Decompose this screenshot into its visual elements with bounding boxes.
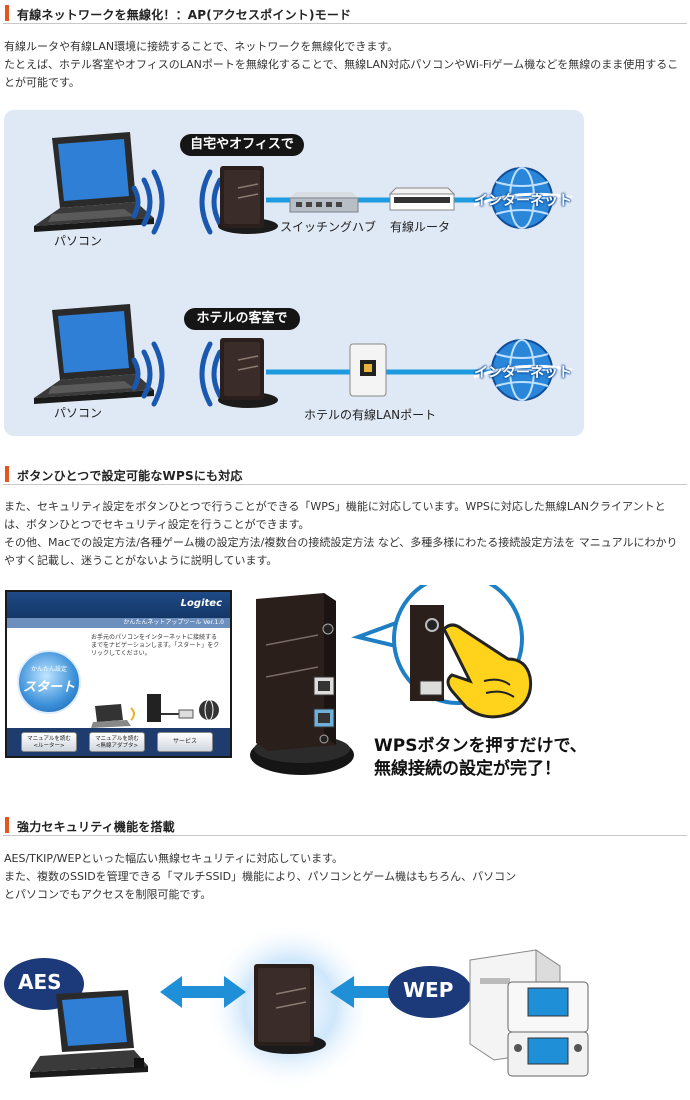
internet-globe-icon — [473, 339, 573, 401]
router-icon — [388, 187, 456, 211]
wifi-waves-icon — [131, 341, 233, 407]
ap-mode-diagram: 自宅やオフィスで ホテルの客室で パソコン パソコン スイッチングハブ 有線ルー… — [4, 110, 584, 436]
ap-mode-diagram-graphics — [34, 132, 573, 408]
wep-badge — [388, 966, 472, 1018]
wep-label: WEP — [403, 978, 454, 1002]
laptop-icon — [30, 990, 148, 1078]
manual-adapter-button[interactable]: マニュアルを読む <無線アダプタ> — [89, 732, 145, 752]
laptop-icon — [34, 304, 154, 404]
start-button-sub: かんたん設定 — [30, 666, 67, 673]
access-point-icon — [254, 964, 326, 1054]
start-button[interactable]: かんたん設定 スタート — [17, 650, 81, 714]
hotel-room-pill: ホテルの客室で — [184, 308, 300, 330]
laptop-icon — [34, 132, 154, 232]
brand-logo: Logitec — [180, 598, 222, 609]
handheld-game-icon — [507, 981, 589, 1077]
internet-globe-icon — [473, 167, 573, 229]
software-title-bar: Logitec — [7, 592, 230, 618]
heading-accent-bar — [5, 817, 9, 833]
internet-label: インターネット — [474, 193, 572, 209]
setup-software-screenshot: Logitec かんたんネットアップツール Ver.1.0 お手元のパソコンをイ… — [5, 590, 232, 758]
section2-para2: その他、Macでの設定方法/各種ゲーム機の設定方法/複数台の接続設定方法 など、… — [4, 536, 678, 567]
finger-pointing-icon — [442, 623, 533, 719]
switching-hub-icon — [289, 192, 359, 213]
access-point-icon — [218, 338, 278, 408]
hotel-lan-port-label: ホテルの有線LANポート — [304, 408, 437, 422]
home-office-pill: 自宅やオフィスで — [180, 134, 304, 156]
wps-illustration — [250, 585, 533, 775]
software-window-title: かんたんネットアップツール Ver.1.0 — [123, 619, 224, 626]
internet-label: インターネット — [474, 365, 572, 381]
section2-para1: また、セキュリティ設定をボタンひとつで行うことができる「WPS」機能に対応してい… — [4, 500, 666, 531]
heading-text: 強力セキュリティ機能を搭載 — [17, 820, 175, 834]
switching-hub-label: スイッチングハブ — [280, 220, 377, 234]
start-button-label: スタート — [22, 680, 75, 695]
access-point-icon — [218, 166, 278, 234]
section3-para1: AES/TKIP/WEPといった幅広い無線セキュリティに対応しています。 — [4, 852, 344, 865]
section1-para1: 有線ルータや有線LAN環境に接続することで、ネットワークを無線化できます。 — [4, 40, 399, 53]
aes-label: AES — [18, 970, 62, 994]
section-heading-wps: ボタンひとつで設定可能なWPSにも対応 — [3, 463, 687, 485]
wps-caption-line2: 無線接続の設定が完了！ — [374, 759, 561, 779]
heading-accent-bar — [5, 466, 9, 482]
security-illustration — [4, 922, 589, 1090]
heading-accent-bar — [5, 5, 9, 21]
double-arrow-icon — [160, 976, 246, 1008]
heading-text: ボタンひとつで設定可能なWPSにも対応 — [17, 469, 243, 483]
pc-label: パソコン — [54, 406, 103, 420]
heading-text: 有線ネットワークを無線化！：AP(アクセスポイント)モード — [17, 8, 352, 22]
wps-caption: WPSボタンを押すだけで、 無線接続の設定が完了！ — [374, 735, 587, 781]
section2-description: また、セキュリティ設定をボタンひとつで行うことができる「WPS」機能に対応してい… — [4, 498, 686, 570]
button-line: マニュアルを読む — [27, 736, 71, 742]
section-heading-security: 強力セキュリティ機能を搭載 — [3, 814, 687, 836]
wps-caption-line1: WPSボタンを押すだけで、 — [374, 736, 587, 756]
section3-para3: とパソコンでもアクセスを制限可能です。 — [4, 888, 212, 901]
button-line: <ルーター> — [33, 743, 65, 749]
section-heading-ap-mode: 有線ネットワークを無線化！：AP(アクセスポイント)モード — [3, 2, 687, 24]
manual-router-button[interactable]: マニュアルを読む <ルーター> — [21, 732, 77, 752]
section1-description: 有線ルータや有線LAN環境に接続することで、ネットワークを無線化できます。 たと… — [4, 38, 686, 92]
section3-description: AES/TKIP/WEPといった幅広い無線セキュリティに対応しています。 また、… — [4, 850, 524, 904]
button-line: マニュアルを読む — [95, 736, 139, 742]
software-instructions: お手元のパソコンをインターネットに接続するまでをナビゲーションします。「スタート… — [91, 634, 220, 657]
arrow-left-icon — [330, 976, 392, 1008]
service-button[interactable]: サービス — [157, 732, 213, 752]
section1-para2: たとえば、ホテル客室やオフィスのLANポートを無線化することで、無線LAN対応パ… — [4, 58, 679, 89]
access-point-icon — [250, 593, 354, 775]
button-line: <無線アダプタ> — [95, 743, 139, 749]
wall-lan-port-icon — [349, 343, 387, 397]
software-illustration — [91, 694, 219, 728]
router-label: 有線ルータ — [390, 220, 451, 234]
pc-label: パソコン — [54, 234, 103, 248]
section3-para2: また、複数のSSIDを管理できる「マルチSSID」機能により、パソコンとゲーム機… — [4, 870, 517, 883]
